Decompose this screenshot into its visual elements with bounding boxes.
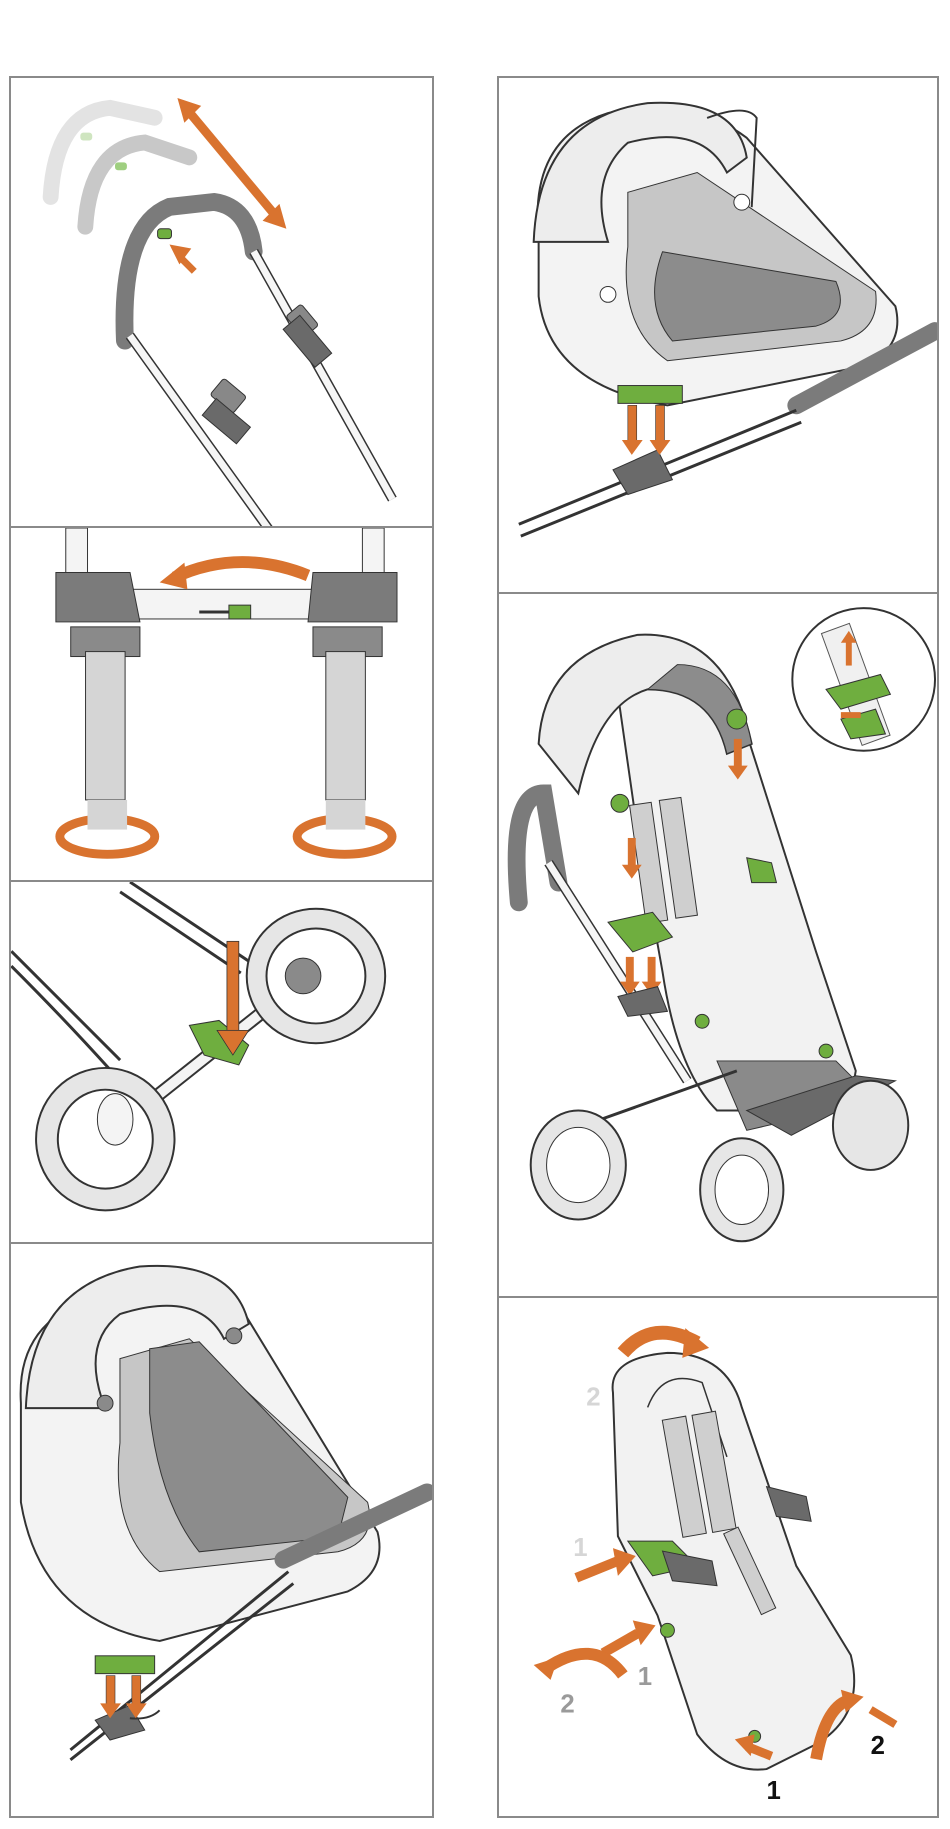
panel-rear-axle-attach xyxy=(9,880,434,1244)
step-label: 1 xyxy=(767,1777,781,1805)
step-label: 1 xyxy=(638,1663,652,1691)
seat-unit-attach-illustration xyxy=(499,594,937,1296)
panel-front-wheel-swivel xyxy=(9,526,434,882)
step-label: 2 xyxy=(586,1383,600,1411)
step-label: 2 xyxy=(560,1691,574,1719)
step-label: 1 xyxy=(573,1534,587,1562)
rear-axle-illustration xyxy=(11,882,432,1242)
seat-unit-remove-illustration: 2 1 1 2 1 2 xyxy=(499,1298,937,1816)
panel-carrycot-attach-left xyxy=(9,1242,434,1818)
panel-carrycot-attach-right xyxy=(497,76,939,594)
step-label: 2 xyxy=(871,1732,885,1760)
panel-seat-unit-attach xyxy=(497,592,939,1298)
handlebar-adjust-illustration xyxy=(11,78,432,526)
panel-handle-adjust xyxy=(9,76,434,528)
wheel-swivel-illustration xyxy=(11,528,432,880)
carrycot-attach-illustration xyxy=(499,78,937,592)
carrycot-attach-illustration xyxy=(11,1244,432,1816)
panel-seat-unit-remove: 2 1 1 2 1 2 xyxy=(497,1296,939,1818)
